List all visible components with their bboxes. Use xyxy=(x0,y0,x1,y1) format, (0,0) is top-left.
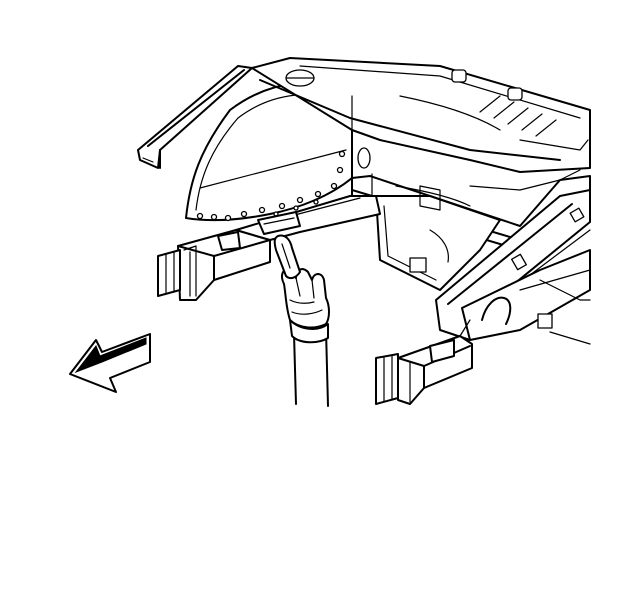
apron-panel xyxy=(375,169,581,291)
left-frame-rail-stub xyxy=(157,195,381,301)
front-direction-arrow-icon xyxy=(69,333,151,393)
cowl-panel xyxy=(251,57,591,173)
rivet-row xyxy=(196,150,346,222)
upper-left-rail xyxy=(137,65,253,169)
lower-right-rail xyxy=(461,249,591,345)
right-frame-rail-stub xyxy=(375,319,473,405)
gloved-hand-icon xyxy=(273,234,330,407)
